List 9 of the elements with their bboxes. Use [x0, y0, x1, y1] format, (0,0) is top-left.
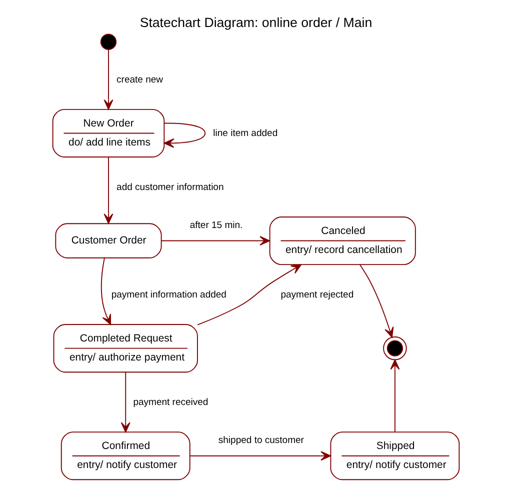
edge-label: payment received: [133, 396, 208, 408]
edge-label: payment information added: [111, 289, 226, 300]
edge-label: shipped to customer: [218, 435, 304, 446]
diagram-title: Statechart Diagram: online order / Main: [140, 14, 372, 30]
edge-label: add customer information: [116, 182, 224, 193]
edge-label: after 15 min.: [190, 220, 243, 231]
edge-label: payment rejected: [280, 289, 354, 300]
edge-label: create new: [116, 74, 164, 86]
edge-label: line item added: [213, 128, 278, 140]
